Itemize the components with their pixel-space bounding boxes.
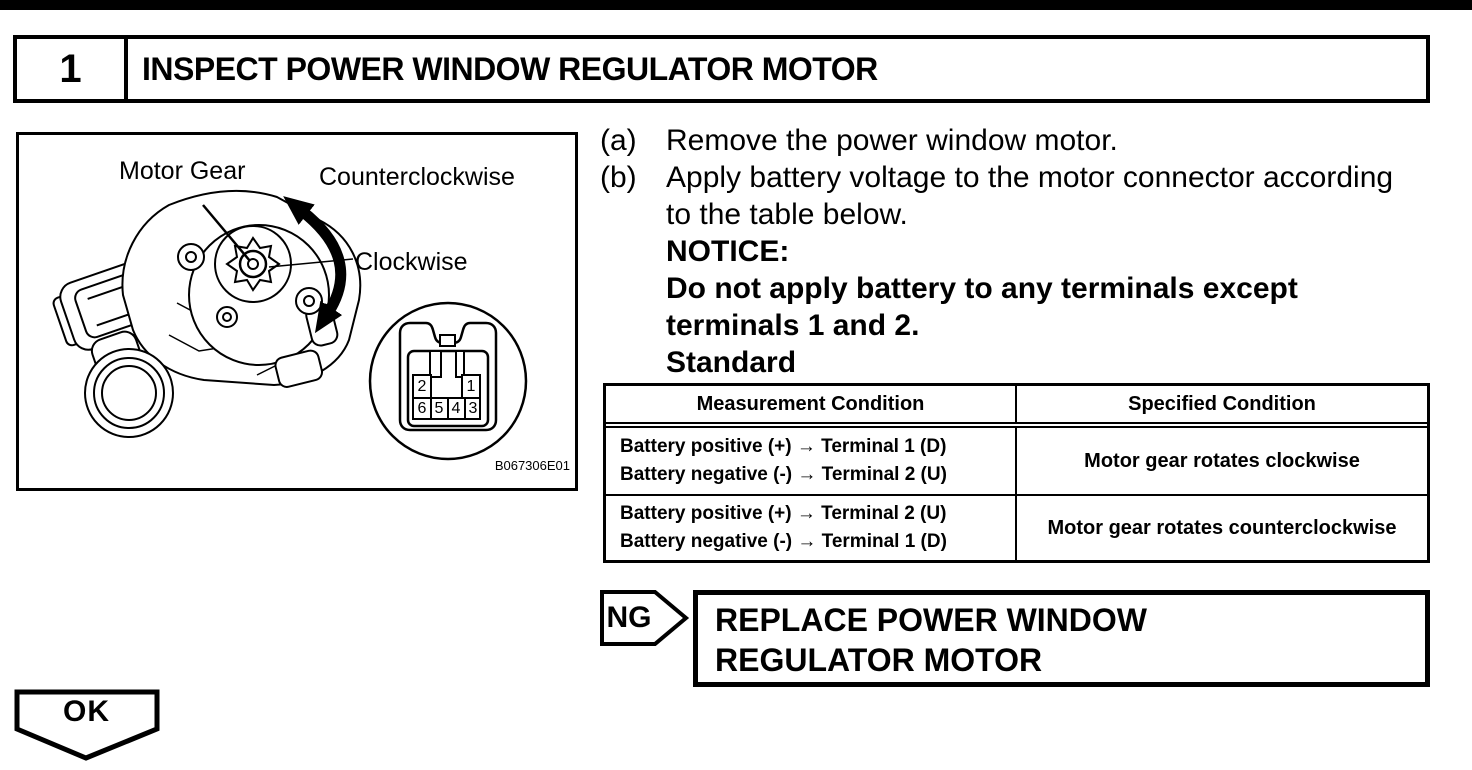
motor-gear-label: Motor Gear	[119, 157, 246, 185]
condition-line: Battery positive (+) → Terminal 2 (U)	[620, 503, 947, 524]
step-header: 1 INSPECT POWER WINDOW REGULATOR MOTOR	[13, 35, 1430, 103]
ok-arrow-shape	[14, 689, 160, 761]
step-b-continued: to the table below.	[600, 196, 1393, 233]
pin-label-4: 4	[451, 400, 461, 417]
ng-flow-tag: NG	[600, 590, 690, 648]
condition-line: Battery positive (+) → Terminal 1 (D)	[620, 436, 947, 457]
motor-illustration	[52, 189, 528, 461]
pin-label-2: 2	[417, 378, 427, 395]
ng-label: NG	[606, 600, 652, 634]
motor-gear-leader	[202, 204, 251, 262]
figure-box: Motor Gear Counterclockwise Clockwise 2 …	[16, 132, 578, 491]
pin-box-3	[464, 397, 481, 420]
step-b-marker: (b)	[600, 161, 637, 194]
notice-text-line2: terminals 1 and 2.	[666, 309, 920, 342]
pin-label-5: 5	[434, 400, 444, 417]
step-b: (b) Apply battery voltage to the motor c…	[600, 159, 1393, 196]
notice-label: NOTICE:	[666, 235, 790, 268]
table-row: Battery positive (+) → Terminal 2 (U) Ba…	[606, 496, 1427, 560]
step-number: 1	[17, 39, 128, 99]
condition-line: Battery negative (-) → Terminal 2 (U)	[620, 464, 947, 485]
clockwise-label: Clockwise	[355, 248, 468, 276]
notice-text-line1: Do not apply battery to any terminals ex…	[666, 272, 1298, 305]
connector-detail	[368, 301, 528, 461]
rotation-arrow	[283, 196, 347, 334]
step-a-marker: (a)	[600, 124, 637, 157]
counterclockwise-label: Counterclockwise	[319, 163, 515, 191]
pin-label-3: 3	[468, 400, 478, 417]
specified-condition-cell: Motor gear rotates counterclockwise	[1047, 516, 1397, 539]
condition-line: Battery negative (-) → Terminal 1 (D)	[620, 531, 947, 552]
column-header-specified: Specified Condition	[1128, 392, 1316, 415]
ng-arrow-shape	[600, 590, 690, 646]
step-a: (a) Remove the power window motor.	[600, 122, 1393, 159]
ng-result-text: REPLACE POWER WINDOW REGULATOR MOTOR	[715, 602, 1147, 678]
notice-heading: NOTICE:	[600, 233, 1393, 270]
measurement-condition-cell: Battery positive (+) → Terminal 1 (D) Ba…	[606, 428, 1017, 494]
table-row: Battery positive (+) → Terminal 1 (D) Ba…	[606, 428, 1427, 496]
figure-code: B067306E01	[494, 458, 570, 473]
step-a-text: Remove the power window motor.	[666, 124, 1118, 157]
notice-body-line2: terminals 1 and 2.	[600, 307, 1393, 344]
instruction-steps: (a) Remove the power window motor. (b) A…	[600, 122, 1393, 381]
top-rule	[0, 0, 1472, 10]
standard-heading: Standard	[600, 344, 1393, 381]
standard-label: Standard	[666, 346, 797, 379]
measurement-condition-cell: Battery positive (+) → Terminal 2 (U) Ba…	[606, 496, 1017, 560]
table-header-row: Measurement Condition Specified Conditio…	[606, 386, 1427, 428]
ok-label: OK	[63, 695, 110, 728]
ng-result-box: REPLACE POWER WINDOW REGULATOR MOTOR	[693, 590, 1430, 687]
step-b-text-line2: to the table below.	[666, 198, 908, 231]
step-b-text-line1: Apply battery voltage to the motor conne…	[666, 161, 1394, 194]
specification-table: Measurement Condition Specified Conditio…	[603, 383, 1430, 563]
pin-label-6: 6	[417, 400, 427, 417]
specified-condition-cell: Motor gear rotates clockwise	[1084, 449, 1360, 472]
step-title: INSPECT POWER WINDOW REGULATOR MOTOR	[142, 50, 878, 87]
pin-label-1: 1	[466, 378, 476, 395]
notice-body-line1: Do not apply battery to any terminals ex…	[600, 270, 1393, 307]
ok-flow-tag: OK	[14, 689, 161, 762]
column-header-measurement: Measurement Condition	[606, 386, 1017, 422]
